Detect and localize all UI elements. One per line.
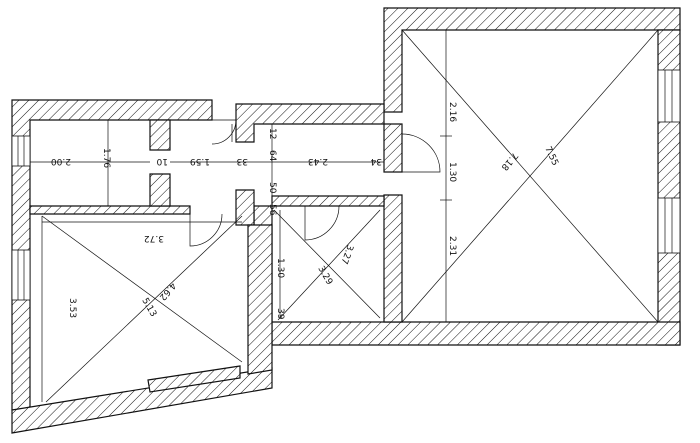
dimension-label: 1.30 xyxy=(447,162,457,182)
dimension-label: 3.72 xyxy=(144,233,164,243)
dimension-label: 34 xyxy=(370,156,382,166)
window-right-top xyxy=(657,69,681,123)
dimension-label: 50 xyxy=(267,182,277,194)
measurement-lines xyxy=(30,29,659,403)
dimension-label: 2.00 xyxy=(51,156,71,166)
wall-middle-right-stub xyxy=(383,123,403,173)
windows xyxy=(11,69,681,301)
dimension-label: 1.59 xyxy=(190,156,210,166)
wall-bottom-niche xyxy=(147,365,241,393)
dimension-label: 4.62 xyxy=(157,280,178,302)
dimension-label: 3.29 xyxy=(315,265,334,288)
dimension-label: 1.30 xyxy=(275,258,285,278)
wall-small-room-divider xyxy=(29,205,191,215)
dimension-label: 12 xyxy=(267,128,277,139)
dimension-label: 2.16 xyxy=(447,102,457,122)
dimension-label: 2.43 xyxy=(308,156,328,166)
wall-middle-top xyxy=(235,103,385,143)
dimension-label: 3.53 xyxy=(67,298,77,318)
dimension-label: 64 xyxy=(267,150,277,162)
door-swings xyxy=(189,119,441,247)
dimension-label: 56 xyxy=(267,204,277,216)
wall-small-room-right-low xyxy=(149,173,171,207)
dimension-label: 10 xyxy=(156,156,168,166)
walls xyxy=(11,7,681,434)
dimension-label: 3.27 xyxy=(338,243,354,265)
window-right-bottom xyxy=(657,197,681,254)
wall-corridor-bottom xyxy=(271,195,385,207)
wall-left-room-right xyxy=(247,224,273,375)
dimension-label: 39 xyxy=(275,308,285,320)
window-left-top xyxy=(11,135,31,167)
window-left-bottom xyxy=(11,249,31,301)
dimension-label: 7.55 xyxy=(542,145,560,167)
wall-right-room-left xyxy=(383,194,403,323)
dimension-label: 2.31 xyxy=(447,236,457,256)
wall-small-room-right xyxy=(149,119,171,151)
dimension-label: 1.76 xyxy=(101,148,111,168)
dimension-label: 5.13 xyxy=(139,297,158,319)
wall-right-room-bottom xyxy=(271,321,681,346)
wall-middle-left xyxy=(235,189,255,226)
dimension-label: 7.18 xyxy=(499,150,520,172)
dimension-label: 33 xyxy=(237,156,248,166)
